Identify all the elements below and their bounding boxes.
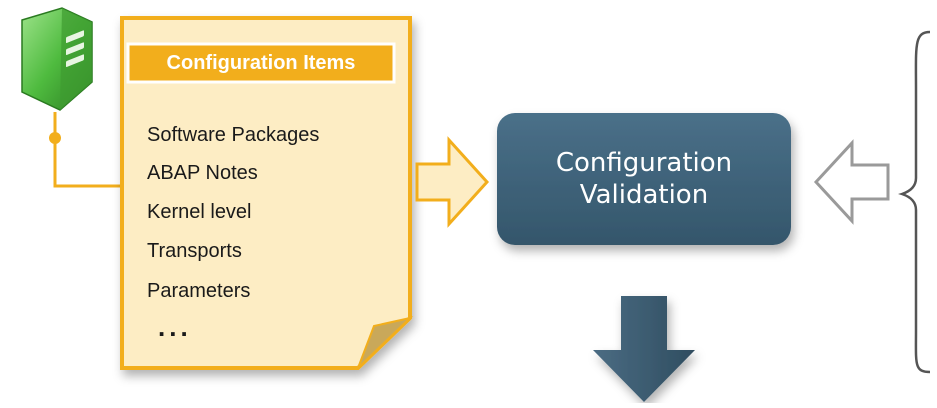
items-ellipsis: ...	[158, 312, 192, 342]
configuration-validation-label: Configuration Validation	[497, 113, 791, 245]
configuration-validation-box	[497, 113, 791, 245]
configuration-items-title: Configuration Items	[166, 51, 356, 74]
item-parameters: Parameters	[147, 280, 251, 302]
server-connector	[49, 112, 122, 188]
right-brace	[898, 30, 931, 374]
item-transports: Transports	[147, 240, 242, 262]
item-abap-notes: ABAP Notes	[147, 162, 258, 184]
item-kernel-level: Kernel level	[147, 201, 252, 223]
server-icon	[21, 7, 93, 111]
input-arrow-right	[415, 136, 490, 228]
configuration-items-document	[120, 16, 414, 370]
output-arrow-down	[593, 296, 695, 402]
center-label-line2: Validation	[579, 180, 709, 210]
center-label-line1: Configuration	[555, 148, 733, 178]
item-software-packages: Software Packages	[147, 124, 320, 146]
reference-arrow-left	[813, 139, 890, 225]
